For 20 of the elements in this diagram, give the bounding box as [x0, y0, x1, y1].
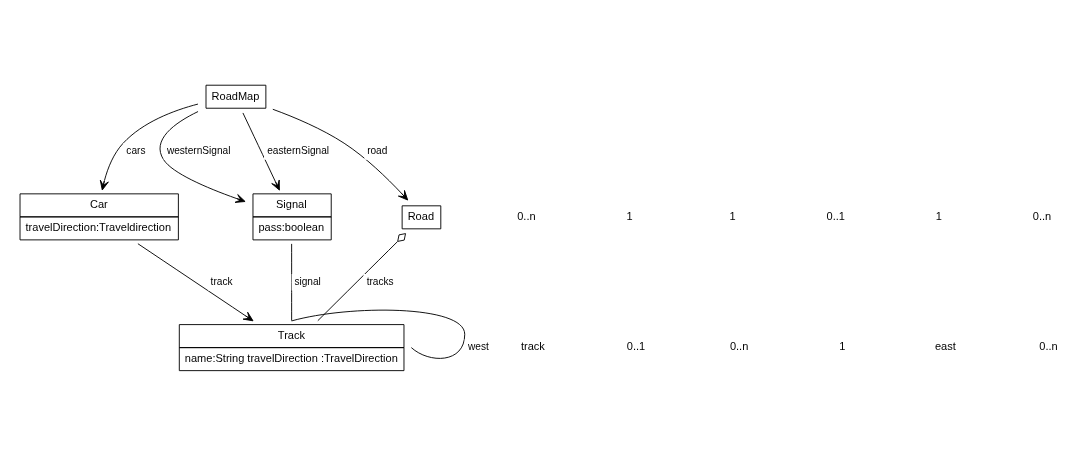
edge-label: track [210, 275, 233, 287]
edge-label: westernSignal [166, 144, 231, 156]
edge-label: west [467, 340, 489, 352]
label: 0..n [517, 209, 536, 222]
label: 0..n [1032, 209, 1052, 222]
label: 0..n [1039, 339, 1058, 352]
label: 0..1 [626, 339, 646, 352]
edge-label: road [367, 144, 388, 156]
edge-label: signal [294, 275, 321, 287]
label: 0..n [729, 339, 749, 352]
label: 1 [839, 339, 846, 352]
edge-label: easternSignal [267, 144, 330, 156]
label: east [934, 339, 956, 352]
label: 1 [935, 209, 942, 222]
label: 1 [626, 209, 633, 222]
label: track [520, 339, 545, 352]
edge-label: tracks [366, 275, 394, 287]
edge-label: cars [126, 144, 146, 156]
label: 1 [729, 209, 736, 222]
label: 0..1 [826, 209, 845, 222]
